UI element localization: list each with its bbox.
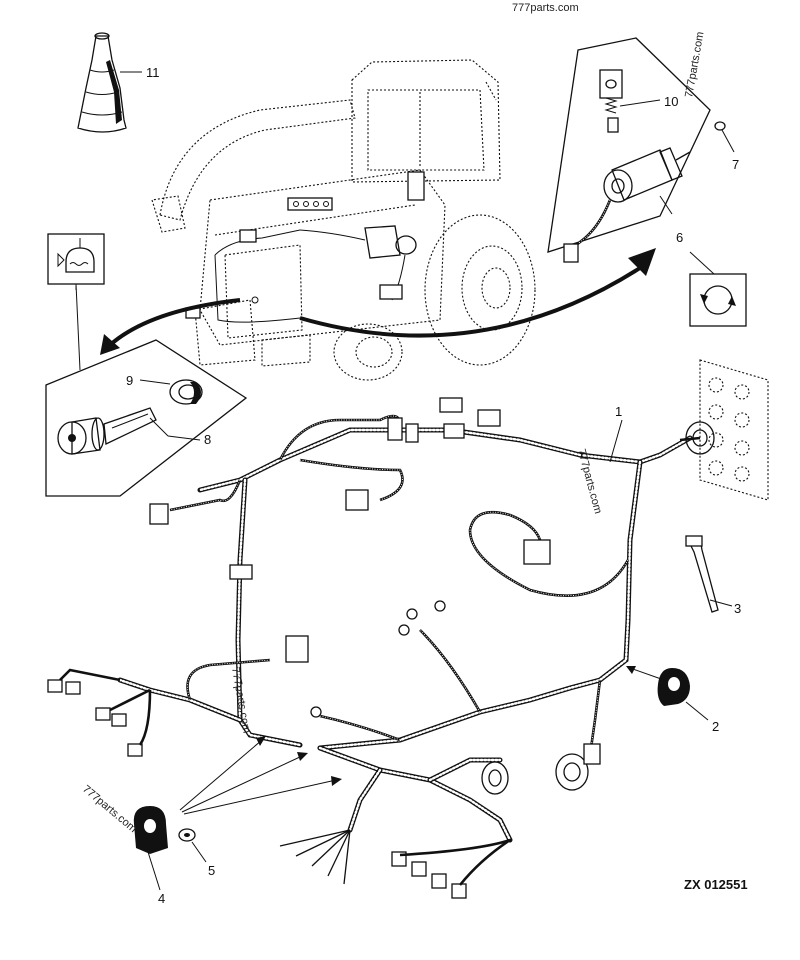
arrow-to-inset-right xyxy=(299,248,656,338)
callout-4: 4 xyxy=(158,891,165,906)
part-2-clip: 2 xyxy=(626,666,719,734)
part-3-cable-tie: 3 xyxy=(685,535,741,616)
part-11-boot: 11 xyxy=(77,32,160,133)
callout-10: 10 xyxy=(664,94,678,109)
watermark-harness-left: 777parts.com xyxy=(229,666,252,734)
watermark-upper-right: 777parts.com xyxy=(683,31,706,99)
drawing-code: ZX 012551 xyxy=(684,877,748,892)
watermark-lower-left: 777parts.com xyxy=(80,783,139,835)
engine-coolant-temperature-icon xyxy=(47,233,105,371)
firewall-plate xyxy=(699,359,769,501)
callout-6: 6 xyxy=(676,230,683,245)
callout-8: 8 xyxy=(204,432,211,447)
callout-11: 11 xyxy=(146,65,160,80)
watermark-top: 777parts.com xyxy=(512,2,579,14)
callout-7: 7 xyxy=(732,157,739,172)
rotating-beacon-icon xyxy=(689,251,747,327)
wiring-harness: 1 777parts.com 777parts.com xyxy=(47,397,715,899)
callout-9: 9 xyxy=(126,373,133,388)
parts-4-5-clip-washer: 4 5 777parts.com xyxy=(80,736,342,906)
callout-3: 3 xyxy=(734,601,741,616)
inset-left-sender: 9 8 xyxy=(45,339,248,497)
callout-1: 1 xyxy=(615,404,622,419)
callout-5: 5 xyxy=(208,863,215,878)
inset-right-switch: 10 6 7 777parts.com xyxy=(547,31,739,263)
arrow-to-inset-left xyxy=(100,298,241,355)
callout-2: 2 xyxy=(712,719,719,734)
